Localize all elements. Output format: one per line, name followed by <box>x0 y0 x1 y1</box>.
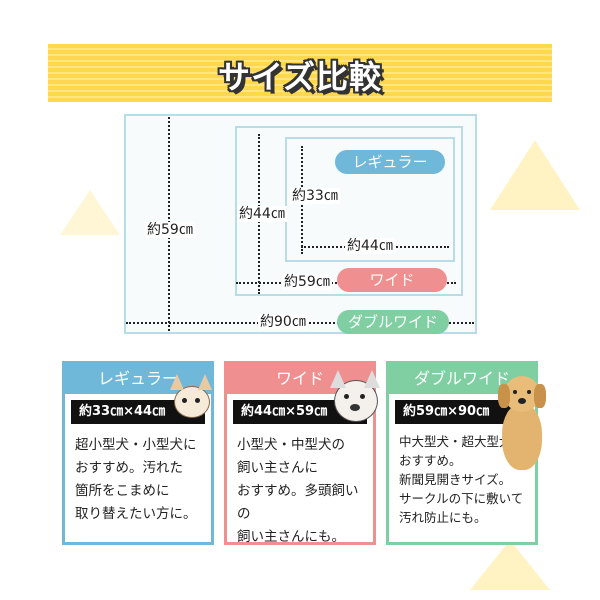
card-double-wide-line: 中大型犬・超大型犬に <box>399 434 525 449</box>
card-regular-line: 取り替えたい方に。 <box>75 506 197 522</box>
french-bulldog-illustration <box>330 370 380 430</box>
card-wide-desc: 小型犬・中型犬の 飼い主さんに おすすめ。多頭飼いの 飼い主さんにも。 <box>237 434 363 549</box>
card-regular-line: 箇所をこまめに <box>75 483 170 499</box>
regular-pill: レギュラー <box>335 150 445 174</box>
card-wide-line: 飼い主さんに <box>237 460 318 476</box>
card-wide-line: 飼い主さんにも。 <box>237 529 345 545</box>
card-regular-title: レギュラー <box>65 364 211 394</box>
card-regular: レギュラー 約33㎝×44㎝ 超小型犬・小型犬に おすすめ。汚れた 箇所をこまめ… <box>62 361 214 545</box>
golden-retriever-illustration <box>498 374 546 474</box>
card-wide-line: 小型犬・中型犬の <box>237 437 345 453</box>
wide-outline <box>235 126 463 296</box>
decor-triangle-yellow <box>490 140 580 210</box>
wide-height-label: 約44㎝ <box>237 206 287 222</box>
double-width-label: 約90㎝ <box>258 314 308 330</box>
chihuahua-illustration <box>168 374 216 422</box>
wide-pill: ワイド <box>337 268 447 292</box>
card-wide-line: おすすめ。多頭飼いの <box>237 483 359 522</box>
regular-height-label: 約33㎝ <box>290 188 340 204</box>
wide-width-label: 約59㎝ <box>282 274 332 290</box>
double-wide-pill: ダブルワイド <box>337 310 449 334</box>
card-wide: ワイド 約44㎝×59㎝ 小型犬・中型犬の 飼い主さんに おすすめ。多頭飼いの … <box>224 361 376 545</box>
regular-outline <box>285 137 455 262</box>
decor-triangle-yellow-small <box>60 190 120 235</box>
card-regular-line: おすすめ。汚れた <box>75 460 183 476</box>
page-title: サイズ比較 <box>217 58 383 96</box>
card-regular-desc: 超小型犬・小型犬に おすすめ。汚れた 箇所をこまめに 取り替えたい方に。 <box>75 434 201 526</box>
double-height-label: 約59㎝ <box>145 222 195 238</box>
card-regular-line: 超小型犬・小型犬に <box>75 437 197 453</box>
card-double-wide-line: サークルの下に敷いて <box>399 491 524 506</box>
title-band <box>48 44 552 102</box>
card-double-wide-line: おすすめ。 <box>399 453 462 468</box>
regular-width-label: 約44㎝ <box>345 238 395 254</box>
decor-triangle-bottom <box>470 540 550 590</box>
card-double-wide-line: 新聞見開きサイズ。 <box>399 472 512 487</box>
card-double-wide-desc: 中大型犬・超大型犬に おすすめ。 新聞見開きサイズ。 サークルの下に敷いて 汚れ… <box>399 432 525 527</box>
card-double-wide-line: 汚れ防止にも。 <box>399 510 487 525</box>
